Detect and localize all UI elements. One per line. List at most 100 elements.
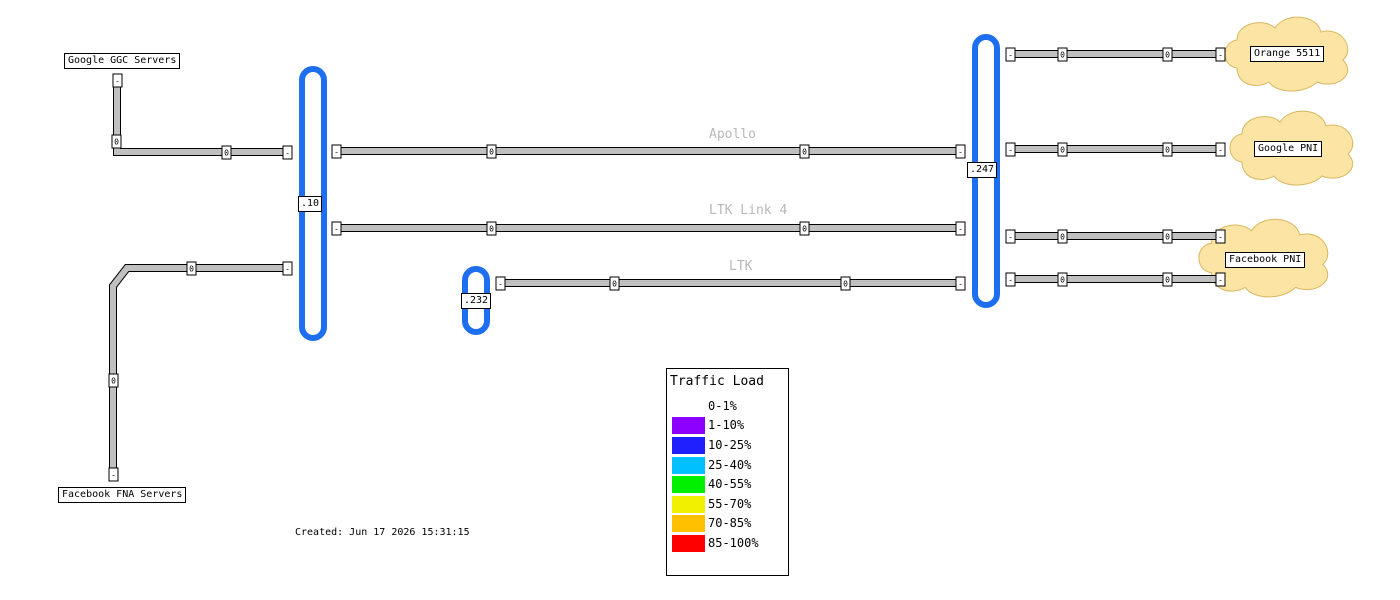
link-value: 0 — [1165, 146, 1170, 155]
link-end-marker-box[interactable] — [282, 261, 293, 276]
legend-label: 1-10% — [708, 418, 745, 432]
link-end-marker-box[interactable] — [331, 221, 342, 236]
link-end-marker-box[interactable] — [955, 144, 966, 159]
legend-swatch — [672, 514, 705, 532]
node-orange-5511[interactable]: Orange 5511 — [1250, 46, 1325, 62]
legend-label: 85-100% — [708, 536, 759, 550]
link-value-box[interactable] — [799, 221, 810, 236]
legend-item: 85-100% — [672, 534, 759, 552]
legend-item: 70-85% — [672, 514, 751, 532]
link-end-marker: - — [285, 265, 290, 274]
link-value-box[interactable] — [1057, 142, 1068, 157]
link-end-marker: - — [1008, 276, 1013, 285]
router-mid-label[interactable]: .232 — [461, 293, 492, 309]
link-value-box[interactable] — [108, 373, 119, 388]
link-end-marker-box[interactable] — [331, 144, 342, 159]
link-value-box[interactable] — [1162, 142, 1173, 157]
link-end-marker: - — [334, 148, 339, 157]
link-label-ltk: LTK — [729, 259, 753, 274]
link-value-box[interactable] — [186, 261, 197, 276]
legend-label: 40-55% — [708, 477, 752, 491]
link-value: 0 — [114, 138, 119, 147]
link-value: 0 — [224, 149, 229, 158]
link-value-box[interactable] — [486, 144, 497, 159]
link-end-marker-box[interactable] — [1005, 47, 1016, 62]
link-pipe[interactable] — [114, 86, 166, 155]
link-end-marker: - — [115, 77, 120, 86]
link-end-marker-box[interactable] — [1005, 142, 1016, 157]
link-value-box[interactable] — [111, 134, 122, 149]
legend-item: 40-55% — [672, 475, 751, 493]
legend-item: 25-40% — [672, 456, 751, 474]
link-end-marker-box[interactable] — [1215, 47, 1226, 62]
link-value: 0 — [843, 280, 848, 289]
legend-swatch — [672, 534, 705, 552]
link-end-marker-box[interactable] — [1215, 142, 1226, 157]
link-end-marker: - — [958, 280, 963, 289]
link-value-box[interactable] — [486, 221, 497, 236]
node-google-ggc-servers[interactable]: Google GGC Servers — [64, 53, 181, 69]
legend-swatch — [672, 436, 705, 454]
legend-item: 55-70% — [672, 495, 751, 513]
node-facebook-pni[interactable]: Facebook PNI — [1225, 252, 1306, 268]
link-end-marker-box[interactable] — [282, 145, 293, 160]
legend-label: 0-1% — [708, 399, 737, 413]
link-value-box[interactable] — [1162, 272, 1173, 287]
link-value: 0 — [1060, 146, 1065, 155]
legend-label: 10-25% — [708, 438, 752, 452]
link-end-marker: - — [1218, 51, 1223, 60]
link-value-box[interactable] — [221, 145, 232, 160]
link-end-marker-box[interactable] — [1005, 229, 1016, 244]
link-value: 0 — [1165, 51, 1170, 60]
link-value-box[interactable] — [1057, 229, 1068, 244]
link-end-marker-box[interactable] — [495, 276, 506, 291]
link-end-marker: - — [1008, 51, 1013, 60]
link-end-marker: - — [958, 148, 963, 157]
link-pipe[interactable] — [110, 265, 283, 470]
link-end-marker: - — [1008, 233, 1013, 242]
link-value: 0 — [1165, 276, 1170, 285]
legend-label: 70-85% — [708, 516, 752, 530]
link-end-marker: - — [285, 149, 290, 158]
link-end-marker: - — [1218, 276, 1223, 285]
legend-title: Traffic Load — [670, 374, 764, 389]
link-end-marker-box[interactable] — [955, 276, 966, 291]
link-end-marker: - — [498, 280, 503, 289]
router-left-label[interactable]: .10 — [298, 196, 323, 212]
legend-item: 0-1% — [672, 397, 737, 415]
link-end-marker: - — [1218, 233, 1223, 242]
link-value-box[interactable] — [1057, 47, 1068, 62]
link-value-box[interactable] — [799, 144, 810, 159]
link-value: 0 — [111, 377, 116, 386]
link-end-marker-box[interactable] — [1215, 272, 1226, 287]
link-end-marker: - — [111, 471, 116, 480]
link-end-marker-box[interactable] — [112, 73, 123, 88]
traffic-load-legend: Traffic Load 0-1% 1-10% 10-25% 25-40% 40… — [666, 368, 789, 576]
legend-item: 1-10% — [672, 416, 744, 434]
node-google-pni[interactable]: Google PNI — [1254, 141, 1323, 157]
link-end-marker-box[interactable] — [1005, 272, 1016, 287]
link-value: 0 — [612, 280, 617, 289]
link-end-marker-box[interactable] — [955, 221, 966, 236]
link-value-box[interactable] — [1162, 47, 1173, 62]
link-value: 0 — [489, 225, 494, 234]
legend-label: 55-70% — [708, 497, 752, 511]
node-facebook-fna-servers[interactable]: Facebook FNA Servers — [58, 487, 187, 503]
link-end-marker: - — [1218, 146, 1223, 155]
link-end-marker: - — [334, 225, 339, 234]
link-value-box[interactable] — [840, 276, 851, 291]
legend-item: 10-25% — [672, 436, 751, 454]
link-value-box[interactable] — [1057, 272, 1068, 287]
router-right-label[interactable]: .247 — [967, 162, 998, 178]
legend-swatch — [672, 456, 705, 474]
link-value: 0 — [1060, 51, 1065, 60]
link-end-marker: - — [958, 225, 963, 234]
link-end-marker-box[interactable] — [1215, 229, 1226, 244]
legend-swatch — [672, 495, 705, 513]
link-value: 0 — [489, 148, 494, 157]
link-value-box[interactable] — [609, 276, 620, 291]
link-value: 0 — [1060, 276, 1065, 285]
link-end-marker-box[interactable] — [108, 467, 119, 482]
link-value: 0 — [802, 225, 807, 234]
link-value-box[interactable] — [1162, 229, 1173, 244]
